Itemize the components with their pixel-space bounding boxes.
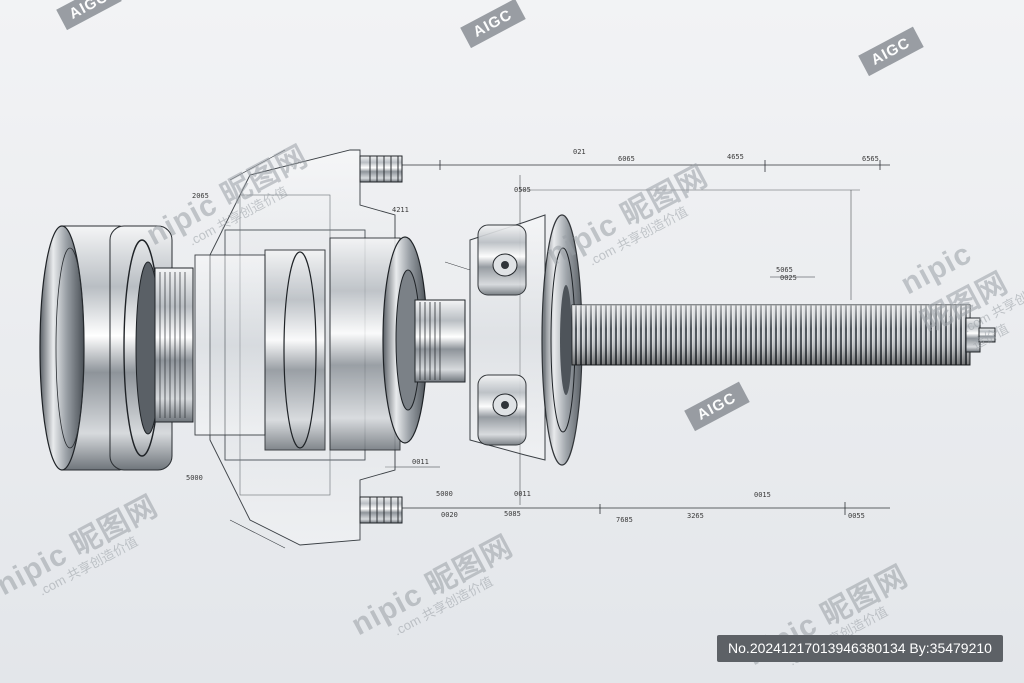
- end-flange: [39, 225, 173, 471]
- dimension-label: 2065: [192, 192, 209, 200]
- gear-ring: [154, 267, 194, 423]
- dimension-label: 0011: [514, 490, 531, 498]
- dimension-label: 0015: [754, 491, 771, 499]
- dimension-label: 0011: [412, 458, 429, 466]
- dimension-label: 0055: [848, 512, 865, 520]
- hub: [469, 214, 583, 466]
- dimension-label: 0505: [514, 186, 531, 194]
- dimension-label: 6065: [618, 155, 635, 163]
- dimension-label: 021: [573, 148, 586, 156]
- dimension-label: 0025: [780, 274, 797, 282]
- dimension-label: 0020: [441, 511, 458, 519]
- dimension-label: 6565: [862, 155, 879, 163]
- image-id-badge: No.20241217013946380134 By:35479210: [717, 635, 1003, 662]
- dimension-label: 7685: [616, 516, 633, 524]
- dimension-label: 3265: [687, 512, 704, 520]
- mid-cylinders: [264, 236, 428, 451]
- bolts: [359, 155, 403, 524]
- dimension-label: 5065: [776, 266, 793, 274]
- dimension-label: 5000: [186, 474, 203, 482]
- threaded-rod: [571, 304, 996, 366]
- dimension-label: 4655: [727, 153, 744, 161]
- dimension-label: 5085: [504, 510, 521, 518]
- dimension-label: 5000: [436, 490, 453, 498]
- dimension-label: 4211: [392, 206, 409, 214]
- bearing: [414, 299, 466, 383]
